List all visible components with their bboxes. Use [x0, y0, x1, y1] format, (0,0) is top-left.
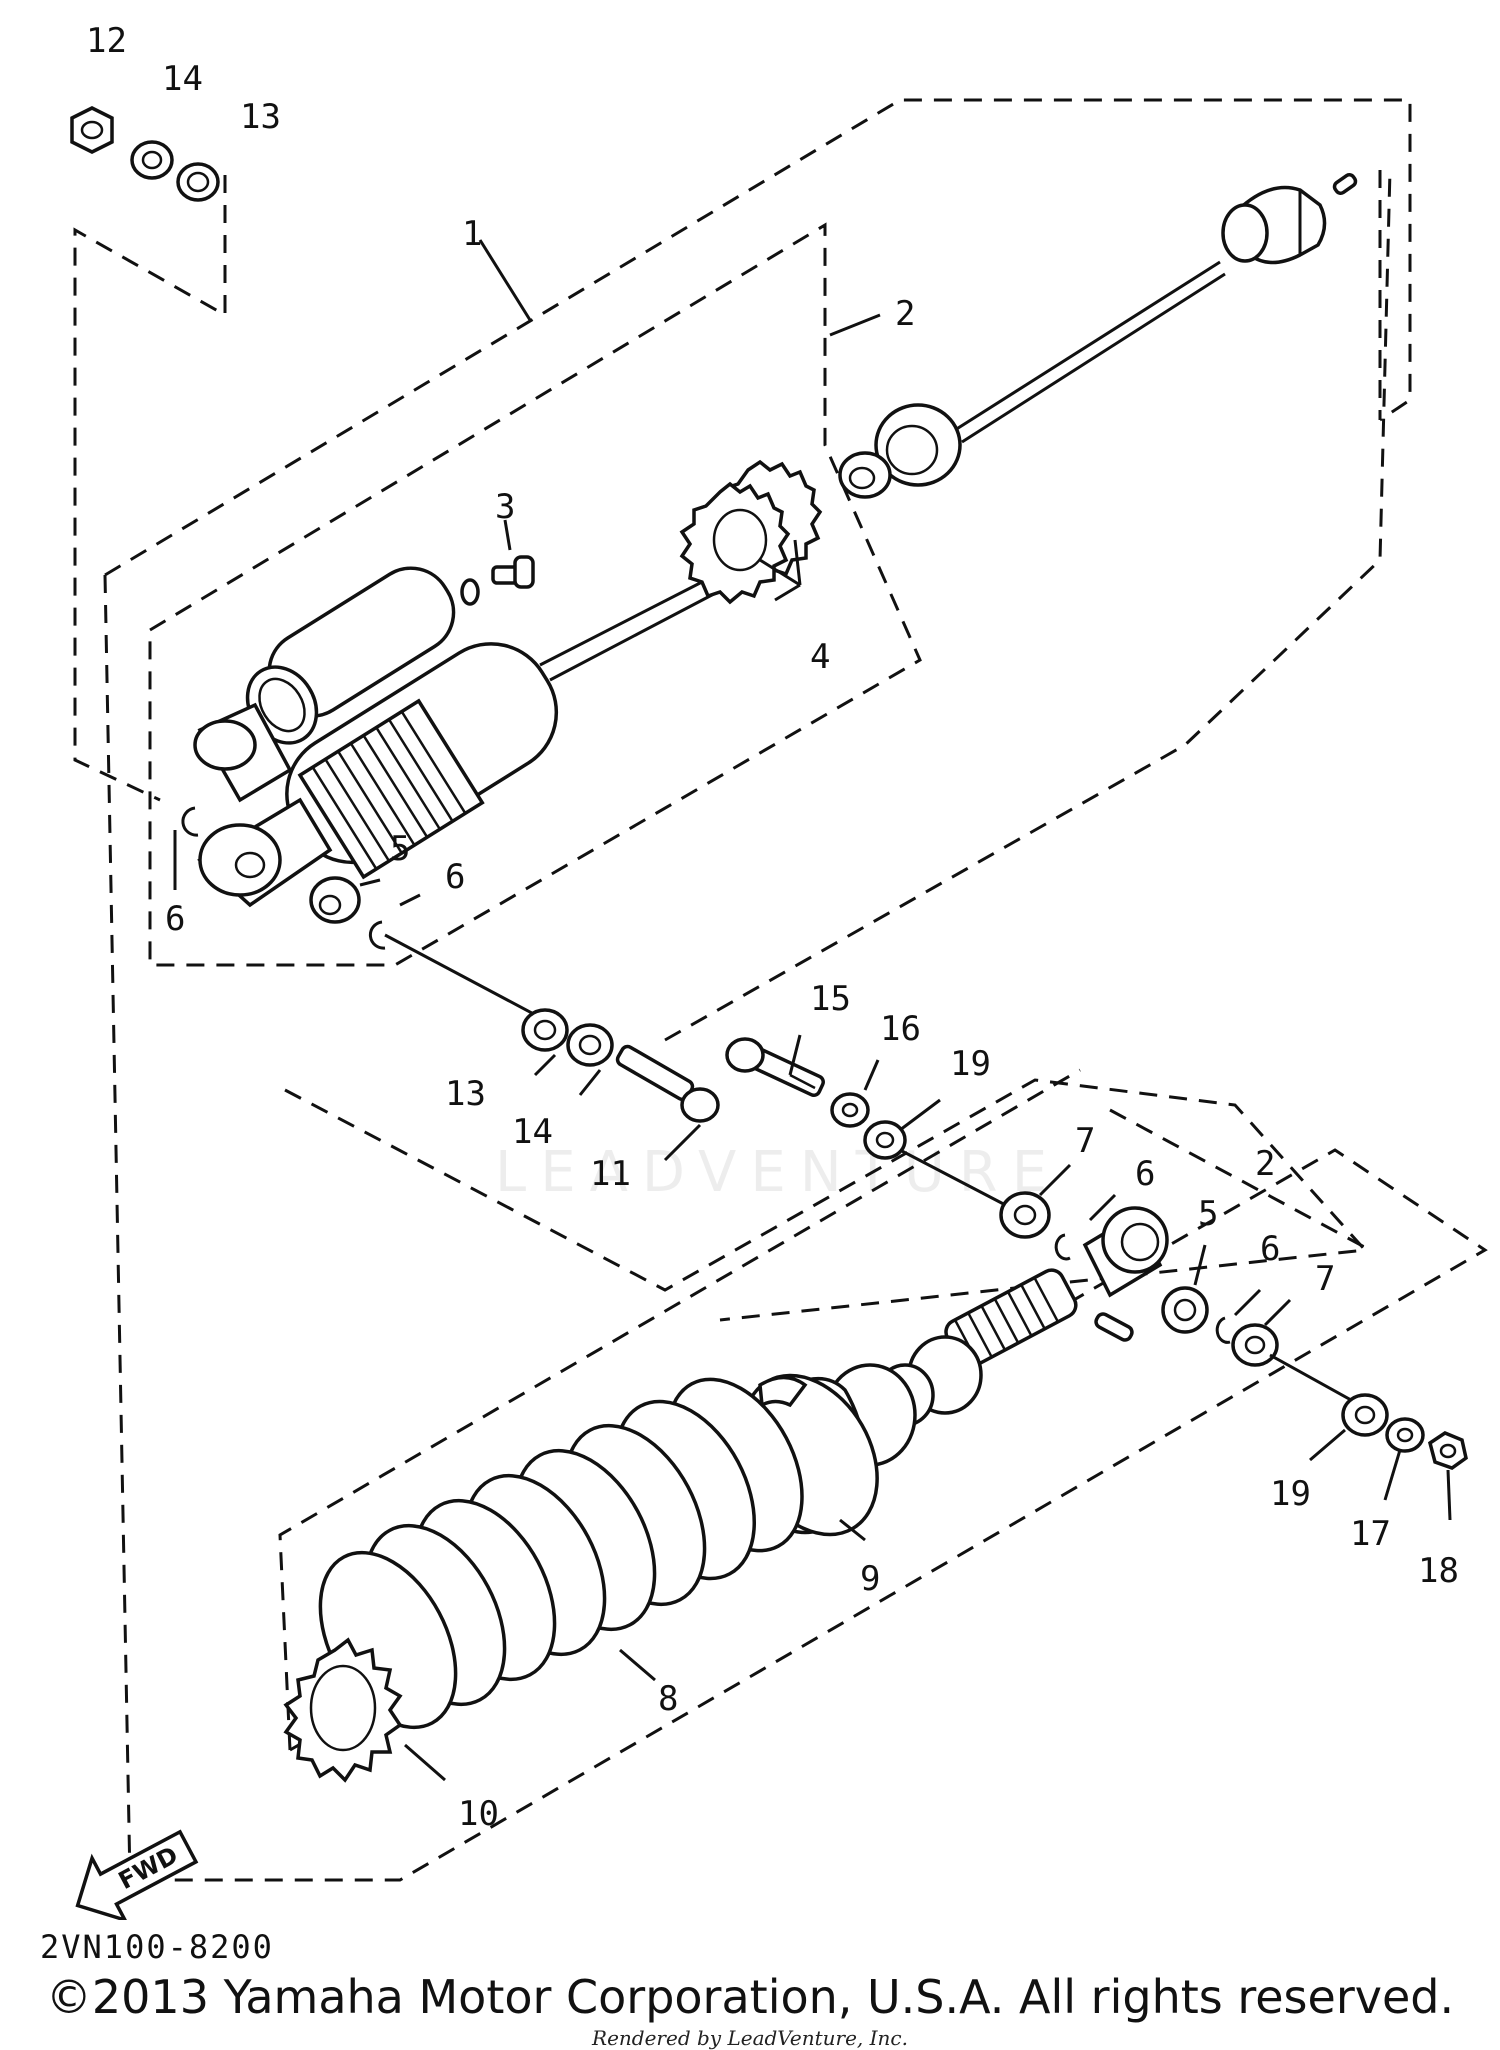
collar-19-mid — [863, 1120, 907, 1160]
bushing-5-lower — [1161, 1286, 1209, 1334]
callout-14-mid: 14 — [512, 1112, 553, 1152]
callout-14-top: 14 — [162, 59, 203, 99]
circlip-6-a — [181, 806, 199, 837]
bolt-11 — [615, 1044, 720, 1123]
circlip-6-d — [1215, 1316, 1231, 1344]
bleed-bolt-3 — [491, 555, 535, 589]
rendered-by-credit: Rendered by LeadVenture, Inc. — [592, 2026, 908, 2050]
callout-6-mid: 6 — [445, 857, 465, 897]
callout-6-left: 6 — [165, 899, 185, 939]
pin-lower — [1094, 1312, 1134, 1342]
callout-2-top: 2 — [895, 294, 915, 334]
callout-leaders — [173, 239, 1452, 1782]
callout-12: 12 — [86, 21, 127, 61]
callout-9: 9 — [860, 1559, 880, 1599]
callout-4: 4 — [810, 637, 830, 677]
leadventure-watermark: LEADVENTURE — [495, 1140, 1062, 1205]
callout-15: 15 — [810, 979, 851, 1019]
rear-shock-exploded-diagram: FWD — [70, 21, 1488, 1920]
collar-19-lower — [1341, 1393, 1389, 1437]
callout-17: 17 — [1350, 1514, 1391, 1554]
callout-11: 11 — [590, 1154, 631, 1194]
callout-3: 3 — [495, 487, 515, 527]
nut-leader-dashed — [73, 175, 227, 802]
callout-6-c: 6 — [1135, 1154, 1155, 1194]
spring-adjuster-10 — [283, 1637, 403, 1783]
callout-5-lower: 5 — [1198, 1194, 1218, 1234]
bushing-5-top — [309, 876, 361, 924]
assembly-outline-bracket — [284, 1078, 1371, 1322]
bolt-15 — [725, 1037, 825, 1098]
adjuster-rings-4 — [679, 459, 823, 605]
callout-7-b: 7 — [1315, 1259, 1335, 1299]
callout-7-a: 7 — [1075, 1121, 1095, 1161]
assembly-outline-shock — [148, 169, 1392, 1042]
callout-18: 18 — [1418, 1551, 1459, 1591]
callout-13-mid: 13 — [445, 1074, 486, 1114]
washer-14-top — [130, 140, 174, 180]
bearing-7-b — [1231, 1323, 1279, 1367]
copyright-notice: ©2013 Yamaha Motor Corporation, U.S.A. A… — [45, 1970, 1455, 2024]
callout-19-mid: 19 — [950, 1044, 991, 1084]
shock-absorber-assembly — [193, 528, 767, 908]
callout-13-top: 13 — [240, 97, 281, 137]
callout-10: 10 — [458, 1794, 499, 1834]
callout-16: 16 — [880, 1009, 921, 1049]
rod-seal-cap — [838, 403, 962, 499]
bushing-13-top — [176, 162, 220, 202]
leader-6-b — [384, 933, 546, 1022]
circlip-6-c — [1054, 1233, 1071, 1261]
washer-17 — [1385, 1417, 1425, 1453]
leader-19-7 — [899, 1148, 1016, 1212]
callout-labels: 12 14 13 1 2 3 4 5 6 6 15 16 19 13 14 11… — [86, 21, 1459, 1834]
assembly-outline-main — [103, 98, 1488, 1882]
bump-stopper — [1221, 185, 1327, 265]
nut-18 — [1427, 1431, 1468, 1470]
damper-rod — [954, 260, 1226, 444]
bushing-13-mid — [521, 1008, 569, 1052]
callout-2-lower: 2 — [1255, 1144, 1275, 1184]
callout-5-top: 5 — [390, 829, 410, 869]
pin-top — [1332, 172, 1358, 196]
callout-19-lower: 19 — [1270, 1474, 1311, 1514]
circlip-6-b — [368, 920, 386, 950]
bearing-7-a — [999, 1191, 1051, 1239]
washer-14-mid — [566, 1023, 614, 1067]
lower-eye-joint — [1082, 1206, 1169, 1298]
callout-8: 8 — [658, 1679, 678, 1719]
callout-1: 1 — [462, 214, 482, 254]
fwd-arrow-icon: FWD — [75, 1829, 199, 1920]
callout-6-d: 6 — [1260, 1229, 1280, 1269]
nut-12 — [70, 106, 114, 154]
leader-7-19 — [1269, 1353, 1361, 1407]
washer-16 — [830, 1092, 870, 1128]
catalog-code: 2VN100-8200 — [40, 1928, 274, 1966]
